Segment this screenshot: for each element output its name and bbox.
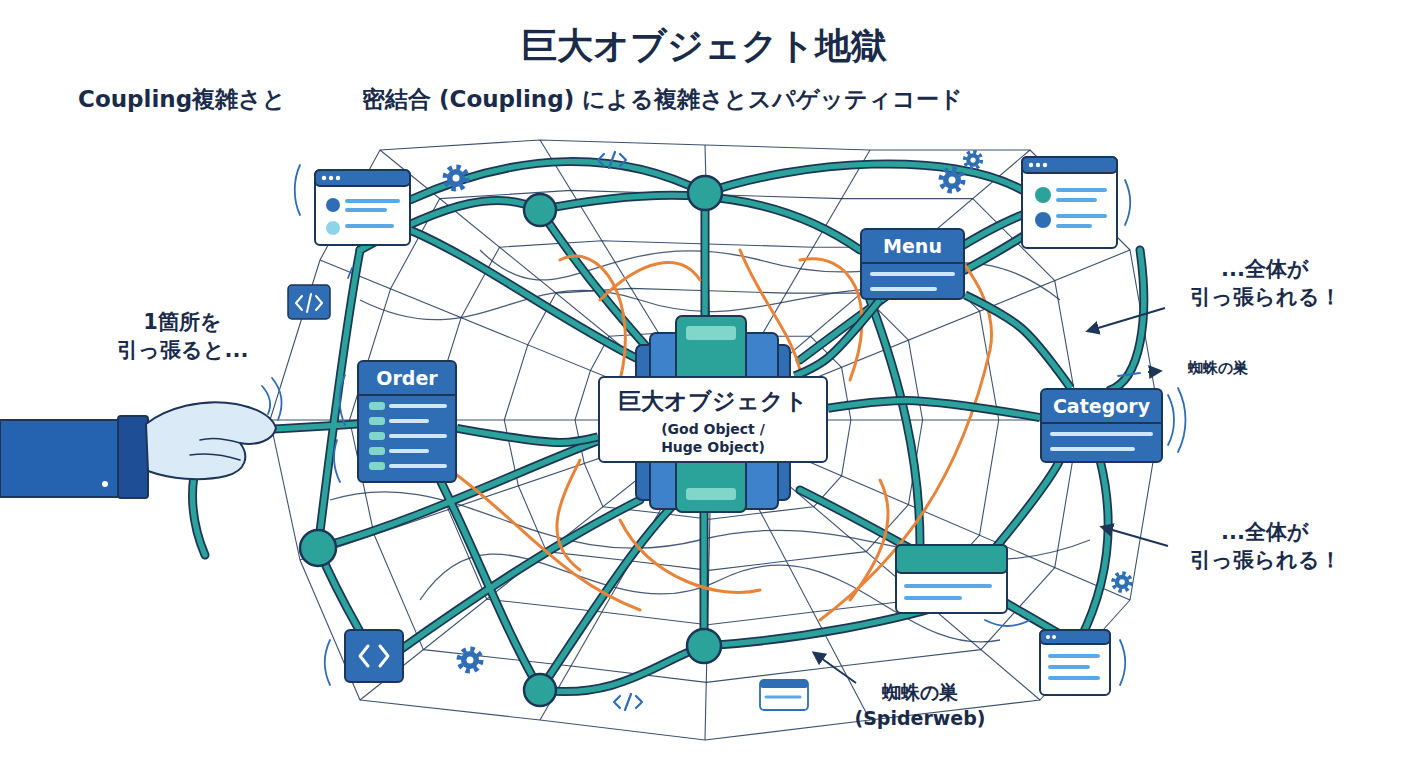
field-pill (369, 462, 385, 470)
motion-lines (262, 165, 1186, 685)
web-radials (270, 140, 1160, 740)
connector-core (795, 300, 880, 376)
field-line (391, 419, 427, 423)
coupling-connector (795, 300, 880, 376)
code-window-icon (345, 630, 403, 682)
gear-symbol (459, 649, 481, 671)
field-line (391, 404, 445, 408)
window-icon (760, 680, 808, 710)
field-pill (369, 417, 385, 425)
god-object-box: 巨大オブジェクト (God Object / Huge Object) (598, 376, 828, 463)
diagram-title: 巨大オブジェクト地獄 (0, 22, 1408, 71)
annotation-text: 密結合 (Coupling) による複雑さとスパゲッティコード (362, 84, 1162, 115)
gear-symbol (965, 152, 982, 169)
box-title: Order (359, 362, 455, 396)
window-icon (315, 170, 410, 245)
gear-symbol (445, 167, 467, 189)
gear-symbol (1113, 573, 1131, 591)
annotation-text: ...全体が 引っ張られる！ (1175, 255, 1355, 312)
callout-arrows (814, 308, 1168, 683)
annotation-text: 1箇所を 引っ張ると... (95, 308, 270, 365)
connector-outline (828, 400, 1040, 417)
box-content-lines (1042, 390, 1161, 461)
window-icon (1040, 630, 1110, 695)
field-line (391, 464, 445, 468)
box-title: 巨大オブジェクト (600, 388, 826, 416)
web-ring (504, 288, 922, 570)
connector-core (457, 428, 598, 442)
connector-core (828, 400, 1040, 417)
field-line (872, 272, 953, 276)
tube-outline (150, 162, 1144, 692)
code-window-icon (288, 285, 330, 319)
annotation-text: Coupling複雑さと (78, 84, 348, 115)
gear-symbol (941, 169, 963, 191)
window-icon (1022, 157, 1117, 248)
class-box: Menu (860, 228, 965, 300)
box-content-lines (359, 362, 455, 481)
code-symbol (614, 694, 642, 710)
field-pill (369, 447, 385, 455)
coupling-connector (828, 400, 1040, 417)
window-icon (896, 545, 1007, 613)
field-pill (369, 432, 385, 440)
connector-outline (965, 295, 1071, 388)
box-title: Menu (862, 230, 963, 264)
annotation-text: 蜘蛛の巣 (1188, 358, 1308, 378)
coupling-connector (965, 295, 1071, 388)
connector-outline (795, 300, 880, 376)
field-line (1052, 432, 1151, 436)
connector-outline (457, 428, 598, 442)
web-rings (270, 140, 1160, 740)
annotation-text: ...全体が 引っ張られる！ (1175, 518, 1355, 575)
class-box: Category (1040, 388, 1163, 463)
connector-core (965, 295, 1071, 388)
web-ring (270, 140, 1160, 740)
field-line (1052, 447, 1133, 451)
coupling-connector (457, 428, 598, 442)
field-line (391, 434, 445, 438)
box-title: Category (1042, 390, 1161, 424)
field-line (391, 449, 427, 453)
annotation-text: 蜘蛛の巣 (Spiderweb) (835, 680, 1005, 731)
pulling-hand (0, 402, 276, 498)
box-content-lines (862, 230, 963, 298)
spaghetti-strands (330, 250, 1090, 642)
class-box: Order (357, 360, 457, 483)
code-symbol (598, 152, 626, 168)
field-line (872, 287, 935, 291)
tube-core (150, 162, 1144, 692)
box-subtitle: (God Object / Huge Object) (643, 420, 783, 456)
field-pill (369, 402, 385, 410)
